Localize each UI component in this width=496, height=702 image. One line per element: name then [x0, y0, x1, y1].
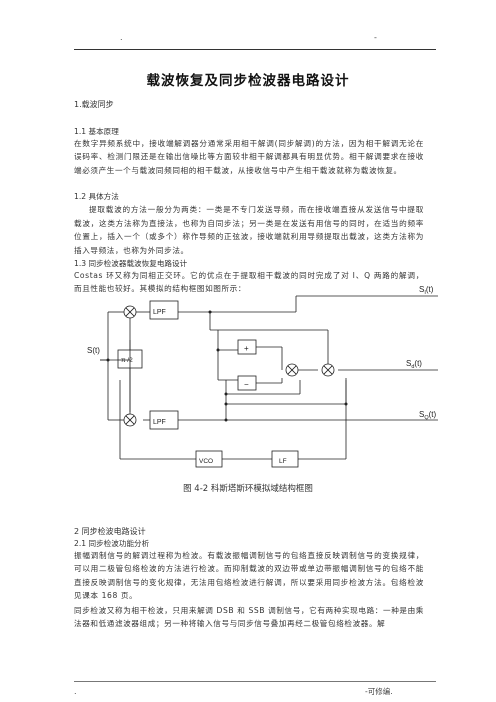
figure-caption: 图 4-2 科斯塔斯环模拟域结构框图	[183, 484, 313, 494]
lf-label: LF	[279, 458, 287, 465]
adder-minus-label: −	[244, 380, 249, 389]
sq-label: S	[419, 410, 424, 419]
svg-text:SQ(t): SQ(t)	[419, 410, 437, 421]
paragraph-basic-principle: 在数字异频系统中，接收端解调器分通常采用相干解调(同步解调)的方法，因为相干解调…	[74, 139, 424, 175]
footer-rule	[74, 681, 436, 682]
header-mark-left: .	[120, 33, 123, 42]
adder-plus-label: +	[244, 344, 249, 353]
sq-paren: (t)	[429, 410, 437, 419]
subsection-heading-1-2: 1.2 具体方法	[74, 192, 119, 201]
header-rule	[74, 49, 436, 50]
header-mark-right: -	[374, 33, 377, 42]
svg-text:SI(t): SI(t)	[419, 285, 434, 296]
svg-text:Sd(t): Sd(t)	[406, 359, 422, 370]
sd-label: S	[406, 359, 411, 368]
vco-label: VCO	[199, 458, 213, 465]
paragraph-methods: 提取载波的方法一般分为两类：一类是不专门发送导频，而在接收端直接从发送信号中提取…	[74, 205, 424, 255]
section-heading-1: 1.载波同步	[74, 100, 114, 109]
section-heading-2: 2 同步检波电路设计	[74, 527, 146, 536]
si-label: S	[419, 285, 424, 294]
si-subscript: I	[424, 290, 426, 296]
paragraph-costas: Costas 环又称为同相正交环。它的优点在于提取相干载波的同时完成了对 I、Q…	[74, 271, 424, 294]
phase-shifter-label: π /2	[121, 357, 133, 364]
paragraph-detection: 振幅调制信号的解调过程称为检波。有载波振幅调制信号的包络直接反映调制信号的变换规…	[74, 551, 424, 601]
si-paren: (t)	[426, 285, 434, 294]
subsection-heading-1-1: 1.1 基本原理	[74, 127, 119, 136]
page-title: 载波恢复及同步检波器电路设计	[146, 73, 350, 89]
input-signal-label: S(t)	[87, 346, 100, 355]
sd-subscript: d	[411, 364, 414, 370]
sd-paren: (t)	[414, 359, 422, 368]
footer-mark-left: .	[74, 687, 77, 696]
paragraph-synchronous-detection: 同步检波又称为相干检波，只用来解调 DSB 和 SSB 调制信号，它有两种实现电…	[74, 606, 424, 629]
lpf-bottom-label: LPF	[153, 419, 166, 426]
subsection-heading-2-1: 2.1 同步检波功能分析	[74, 539, 150, 548]
sq-subscript: Q	[424, 415, 429, 421]
subsection-heading-1-3: 1.3 同步检波器载波恢复电路设计	[74, 259, 188, 268]
footer-note: -可修编.	[365, 687, 393, 696]
lpf-top-label: LPF	[153, 309, 166, 316]
